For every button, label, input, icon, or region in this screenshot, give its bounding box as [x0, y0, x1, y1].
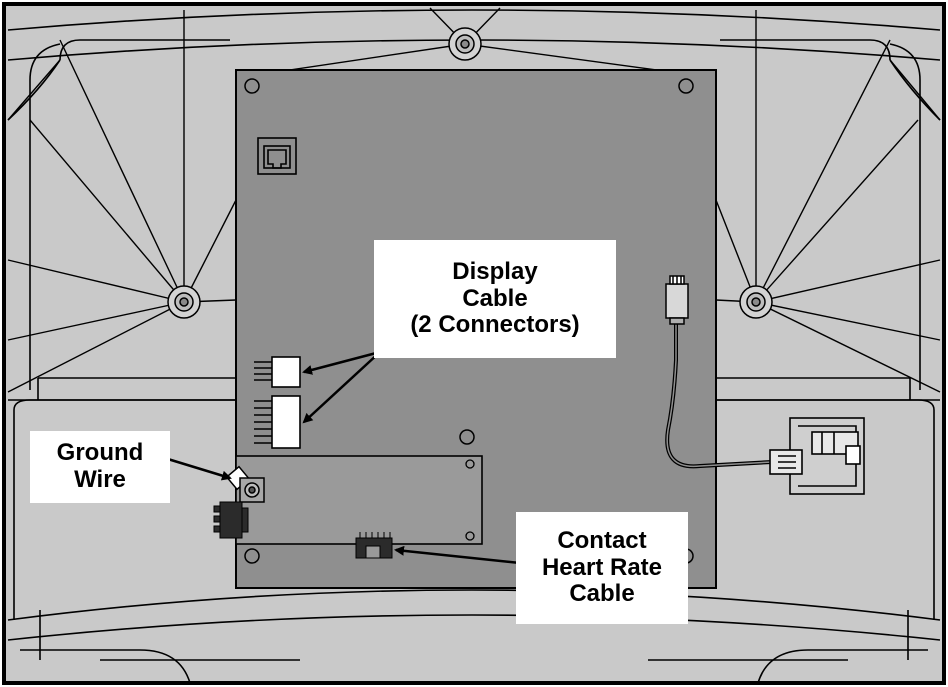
display-cable-label-line1: Display	[452, 257, 538, 285]
ground-wire-arrow	[157, 454, 232, 481]
display-cable-label-line3: (2 Connectors)	[410, 311, 580, 339]
display-connector-bottom	[271, 395, 301, 449]
display-cable-label-line2: Cable	[462, 284, 528, 312]
ground-wire-label-line1: Ground	[56, 439, 144, 467]
rj-jack-icon	[257, 137, 297, 175]
contact-hr-label-line2: Heart Rate	[541, 553, 663, 581]
upper-cable-plug-icon	[665, 275, 689, 325]
screw-boss-left	[167, 285, 201, 319]
heart-rate-connector-icon	[355, 532, 393, 559]
side-connector-icon	[213, 501, 249, 539]
display-connector-top	[271, 356, 301, 388]
display-cable-arrows	[302, 350, 381, 424]
board-mounting-holes	[244, 78, 694, 564]
contact-hr-label-line1: Contact	[557, 526, 647, 554]
heart-rate-cable-arrow	[394, 545, 521, 565]
display-cable-label: Display Cable (2 Connectors)	[374, 240, 616, 358]
display-connector-pins	[254, 361, 272, 444]
ground-terminal-icon	[225, 465, 265, 503]
ground-wire-label: Ground Wire	[30, 431, 170, 503]
sub-board	[235, 455, 483, 545]
contact-heart-rate-cable-label: Contact Heart Rate Cable	[516, 512, 688, 624]
right-cable-inner	[666, 322, 773, 468]
screw-boss-top	[448, 27, 482, 61]
contact-hr-label-line3: Cable	[569, 580, 635, 608]
sub-board-holes	[465, 459, 475, 541]
screw-boss-right	[739, 285, 773, 319]
hr-bracket-icon	[769, 417, 865, 495]
housing-ribs	[7, 7, 941, 393]
ground-wire-label-line2: Wire	[74, 466, 126, 493]
